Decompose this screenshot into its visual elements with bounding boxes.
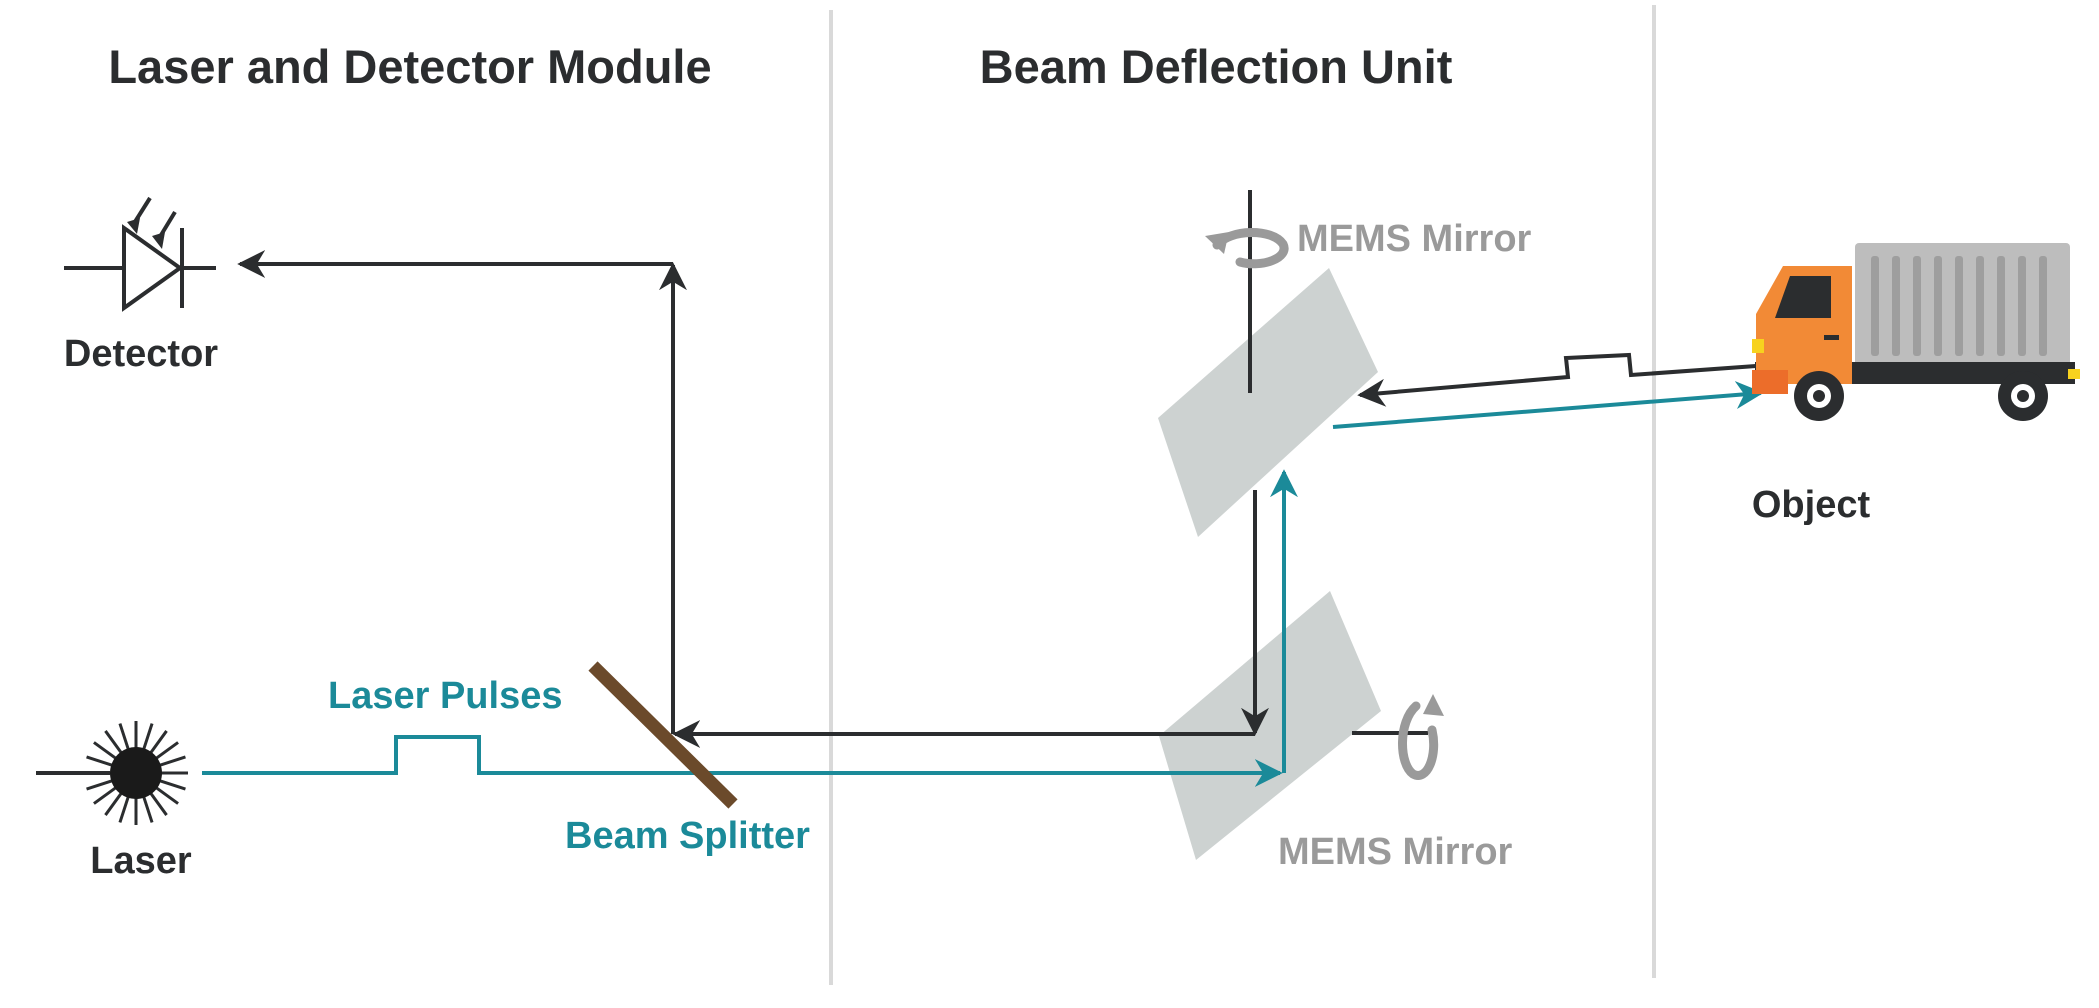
laser-pulses-label: Laser Pulses [328,675,562,717]
rotation-arrow-icon [1398,694,1444,780]
section-title-beam-deflection: Beam Deflection Unit [980,40,1453,93]
laser-ray [86,778,116,791]
return-beam-object-to-mirror [1357,352,1757,407]
laser-burst-icon [36,721,188,825]
object-label: Object [1752,484,1871,526]
mems-mirror-bottom-label: MEMS Mirror [1278,831,1513,873]
laser-ray [141,723,154,753]
photodiode-icon [64,196,216,312]
laser-ray [118,723,131,753]
mems-mirror-top-label: MEMS Mirror [1297,218,1532,260]
beam-splitter-label: Beam Splitter [565,815,810,857]
detector-label: Detector [64,333,218,375]
cargo-rib [1871,256,1879,356]
laser-ray [141,793,154,823]
laser-label: Laser [90,840,192,882]
section-title-laser-detector: Laser and Detector Module [108,40,711,93]
rotation-arrow-icon [1205,228,1289,269]
laser-ray [93,741,120,762]
laser-ray [147,730,168,757]
laser-ray [156,755,186,768]
mems-mirror-top [1158,268,1378,537]
mems-mirror-bottom [1159,591,1381,860]
laser-ray [104,730,125,757]
emitted-beam-to-object [1332,381,1764,429]
laser-ray [152,741,179,762]
laser-ray [86,755,116,768]
laser-ray [152,784,179,805]
truck-icon [1752,243,2080,421]
laser-pulse-beam [202,735,1283,787]
cargo-rib [1913,256,1921,356]
beam-splitter [588,661,738,809]
laser-ray [147,789,168,816]
laser-ray [118,793,131,823]
cargo-rib [2039,256,2047,356]
laser-ray [93,784,120,805]
cargo-rib [1934,256,1942,356]
cargo-rib [1892,256,1900,356]
laser-ray [156,778,186,791]
cargo-rib [1976,256,1984,356]
laser-ray [104,789,125,816]
cargo-rib [2018,256,2026,356]
cargo-rib [1997,256,2005,356]
cargo-rib [1955,256,1963,356]
